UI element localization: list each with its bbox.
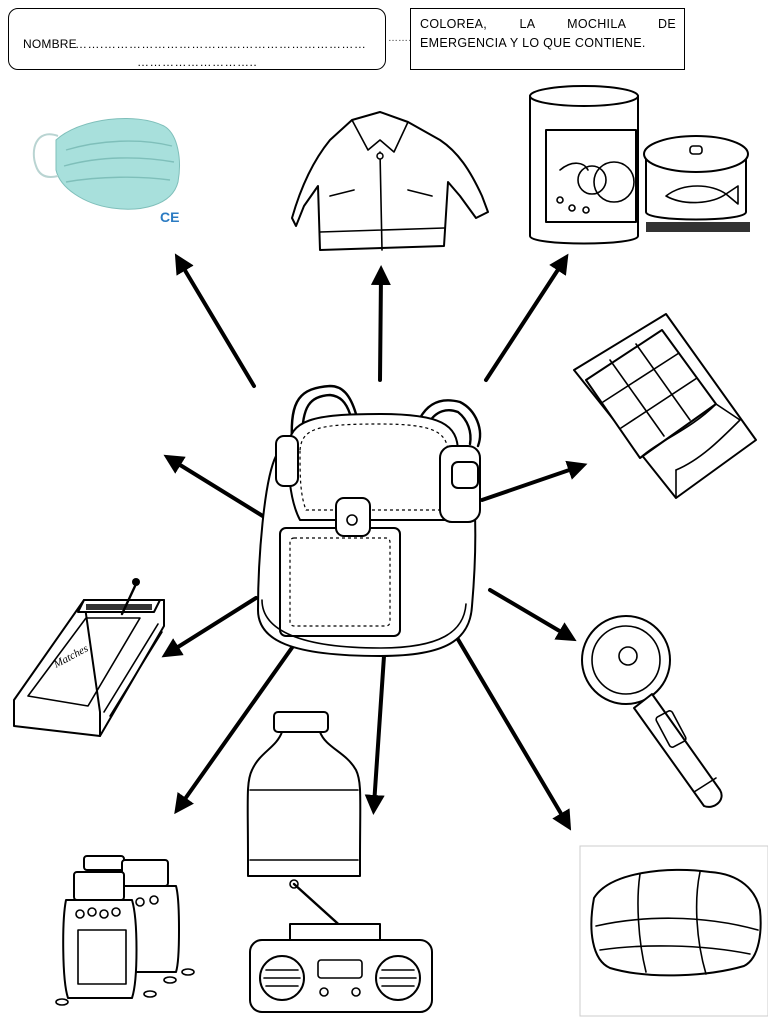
chocolate-bar-icon: [573, 313, 757, 499]
canned-food-icon: [529, 85, 750, 245]
instruction-text: COLOREA, LA MOCHILA DE EMERGENCIA Y LO Q…: [420, 17, 676, 50]
blanket-icon: [579, 845, 768, 1017]
separator-dots: ………: [388, 33, 418, 44]
backpack-icon: [257, 384, 482, 657]
arrow-to-bottle: [364, 654, 386, 815]
student-name-box: NOMBRE …….……………………………………………………… ………………………: [8, 8, 386, 70]
face-mask-icon: CE: [32, 117, 180, 225]
arrow-to-chocolate: [480, 460, 588, 502]
ce-mark: CE: [160, 209, 179, 225]
arrow-to-cans: [484, 253, 569, 382]
name-fill-line-2[interactable]: ………………………..: [137, 55, 258, 69]
arrows: [161, 253, 588, 831]
arrow-left-upper: [163, 454, 268, 520]
flashlight-icon: [581, 615, 723, 808]
name-label: NOMBRE: [23, 37, 77, 51]
jacket-icon: [291, 111, 489, 251]
matchbox-icon: Matches: [13, 578, 165, 737]
arrow-to-blanket: [454, 634, 572, 831]
radio-icon: [249, 879, 433, 1013]
water-bottle-icon: [246, 711, 362, 877]
arrow-to-jacket: [370, 265, 391, 382]
arrow-to-mask: [174, 253, 256, 388]
arrow-to-flashlight: [488, 588, 577, 642]
instruction-box: COLOREA, LA MOCHILA DE EMERGENCIA Y LO Q…: [410, 8, 685, 70]
arrow-to-medicine: [174, 640, 298, 815]
arrow-to-matchbox: [161, 596, 258, 658]
name-fill-line[interactable]: …….………………………………………………………: [75, 37, 367, 51]
medicine-bottles-icon: [55, 855, 195, 1006]
